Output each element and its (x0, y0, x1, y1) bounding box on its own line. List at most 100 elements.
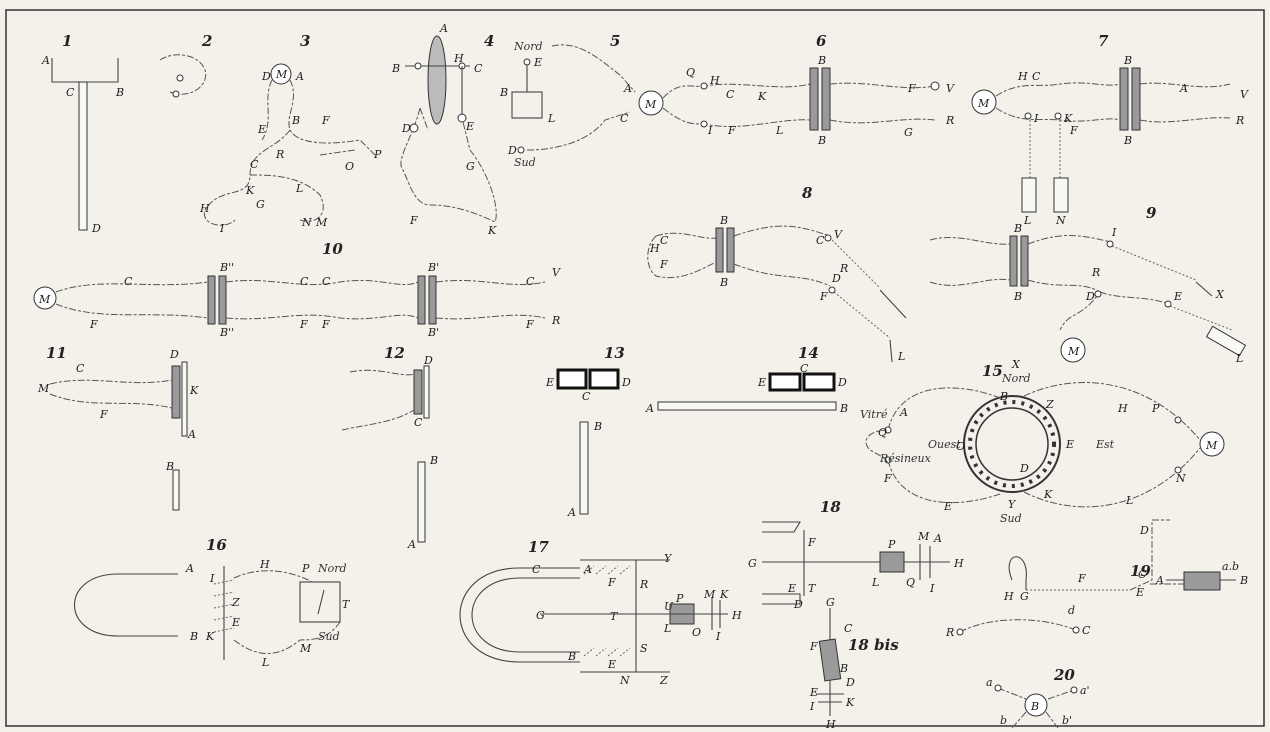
figure-9-coils (1111, 245, 1233, 331)
figure-label: A (185, 562, 194, 575)
figure-label: L (1235, 352, 1243, 365)
figure-label: Z (1045, 398, 1054, 411)
figure-number: 18 bis (848, 636, 899, 654)
figure-14: 14 E C D A B (645, 344, 848, 415)
figure-label: A (439, 22, 448, 35)
figure-label: A (623, 82, 632, 95)
binding-post (414, 62, 422, 70)
figure-10-wires (55, 279, 546, 320)
figure-label: Q (878, 426, 887, 439)
lead (879, 289, 907, 319)
binding-post (824, 234, 832, 242)
figure-18-plates (762, 521, 801, 605)
figure-label: C (76, 362, 85, 375)
figure-label: E (465, 120, 474, 133)
binding-post (1174, 466, 1182, 474)
figure-label: H (1017, 70, 1028, 83)
figure-label: C (322, 275, 331, 288)
figure-10: 10 M C F B'' B'' C C F F B' B' V C F R (33, 240, 561, 339)
figure-label: B (1123, 134, 1132, 147)
figure-label: M (977, 97, 990, 110)
figure-label: E (607, 658, 616, 671)
figure-label: Z (231, 596, 240, 609)
figure-label: K (245, 184, 255, 197)
figure-label: P (301, 562, 310, 575)
figure-label: Ouest (928, 438, 961, 451)
figure-label: C (844, 622, 853, 635)
figure-7: 7 M H C I K F B B A V R L N (971, 32, 1249, 227)
figure-label: b (1000, 714, 1007, 727)
figure-label: F (883, 472, 892, 485)
disc-a (427, 35, 447, 125)
condenser-plate (417, 275, 426, 325)
figure-label: R (945, 114, 954, 127)
figure-label: M (299, 642, 312, 655)
figure-label: C (414, 416, 423, 429)
figure-8-coils (831, 239, 891, 339)
figure-label: R (275, 148, 284, 161)
figure-label: L (663, 622, 671, 635)
binding-post (1174, 416, 1182, 424)
figure-label: F (907, 82, 916, 95)
field-coils (583, 565, 631, 657)
figure-number: 12 (384, 344, 405, 362)
figure-16-wires (233, 570, 341, 654)
figure-label: Q (906, 576, 915, 589)
figure-label: E (809, 686, 818, 699)
figure-label: F (299, 318, 308, 331)
figure-8-wires (647, 225, 831, 287)
figure-label: B (817, 134, 826, 147)
figure-label: R (1235, 114, 1244, 127)
plate-e (768, 372, 802, 392)
figure-5-wires (526, 44, 636, 151)
plate-k (181, 361, 188, 437)
figure-label: A (645, 402, 654, 415)
binding-post (1106, 240, 1114, 248)
figure-label: a (986, 676, 993, 689)
figure-18: 18 F G E T D P M A H L Q I (748, 498, 964, 611)
figure-label: B' (427, 261, 439, 274)
binding-post (1072, 626, 1080, 634)
figure-label: D (1019, 462, 1029, 475)
figure-label: B (999, 390, 1008, 403)
figure-label: D (261, 70, 271, 83)
figure-11: 11 M C F D K A B (37, 344, 199, 511)
figure-number: 8 (802, 184, 813, 202)
figure-label: B (567, 650, 576, 663)
figure-15-wires (865, 382, 1201, 508)
figure-label: D (845, 676, 855, 689)
figure-label: A (899, 406, 908, 419)
figure-label: C (300, 275, 309, 288)
figure-label: M (37, 382, 50, 395)
figure-label: L (1023, 214, 1031, 227)
ring-coils (968, 400, 1056, 488)
figure-label: X (1011, 358, 1021, 371)
figure-number: 10 (322, 240, 343, 258)
figure-label: Sud (318, 630, 340, 643)
figure-label: O (692, 626, 701, 639)
bar-ab (657, 401, 837, 411)
figure-label: H (731, 609, 742, 622)
binding-post (700, 120, 708, 128)
figure-label: O (345, 160, 354, 173)
figure-label: F (807, 536, 816, 549)
figure-label: T (610, 610, 619, 623)
bar-b (172, 469, 180, 511)
figure-label: Nord (513, 40, 543, 53)
figure-label: I (1111, 226, 1117, 239)
figure-number: 18 (820, 498, 841, 516)
figure-label: G (904, 126, 913, 139)
binding-post (1164, 300, 1172, 308)
figure-label: K (845, 696, 855, 709)
figure-label: Nord (1001, 372, 1031, 385)
figure-label: L (547, 112, 555, 125)
figure-label: L (1125, 494, 1133, 507)
figure-label: P (1151, 402, 1160, 415)
figure-8: 8 H C F B B C V R D F L (647, 184, 907, 363)
figure-label: F (809, 640, 818, 653)
condenser-plate (207, 275, 216, 325)
galvanometer-m (638, 90, 664, 116)
figure-label: F (99, 408, 108, 421)
plate-d (802, 372, 836, 392)
